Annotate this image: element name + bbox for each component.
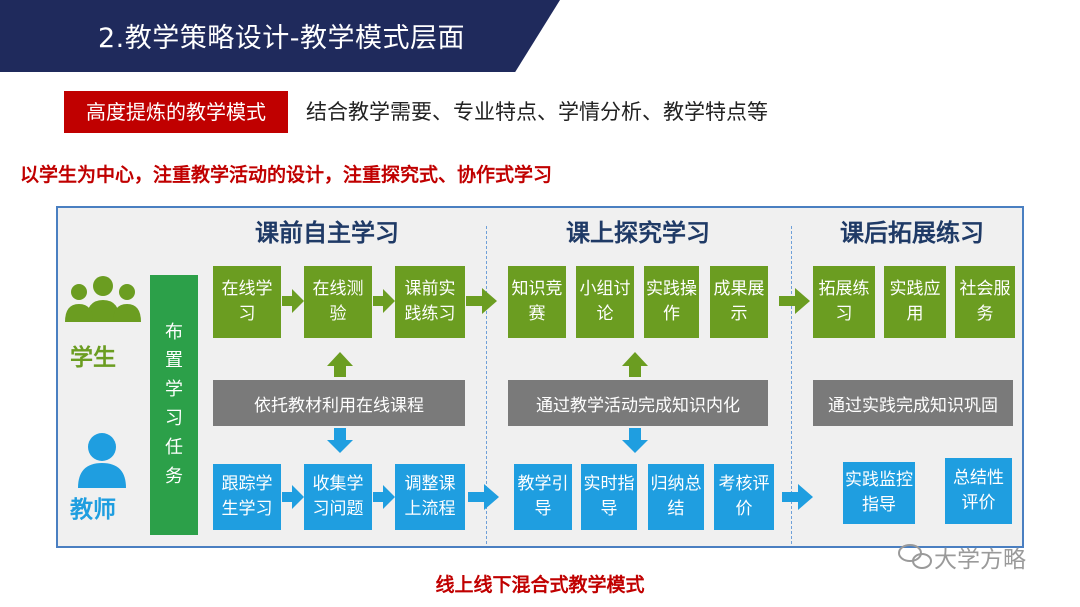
student-activity: 社会服务 bbox=[955, 266, 1015, 338]
support-bar: 依托教材利用在线课程 bbox=[213, 380, 465, 426]
student-activity: 知识竞赛 bbox=[508, 266, 566, 338]
principle-text: 以学生为中心，注重教学活动的设计，注重探究式、协作式学习 bbox=[20, 164, 553, 186]
header-banner bbox=[0, 0, 560, 72]
mode-description: 结合教学需要、专业特点、学情分析、教学特点等 bbox=[306, 100, 768, 124]
student-activity: 课前实践练习 bbox=[395, 266, 465, 338]
watermark: 大学方略 bbox=[898, 540, 1026, 574]
student-activity: 实践应用 bbox=[884, 266, 946, 338]
teacher-activity: 归纳总结 bbox=[648, 464, 704, 530]
teacher-activity: 调整课上流程 bbox=[395, 464, 465, 530]
task-bar-label: 布置学习任务 bbox=[165, 321, 183, 487]
slide-title: 2.教学策略设计-教学模式层面 bbox=[98, 23, 466, 54]
support-bar: 通过教学活动完成知识内化 bbox=[508, 380, 768, 426]
section-title: 课上探究学习 bbox=[566, 219, 710, 247]
teacher-activity: 教学引导 bbox=[514, 464, 572, 530]
teacher-activity: 考核评价 bbox=[714, 464, 774, 530]
section-title: 课后拓展练习 bbox=[840, 219, 984, 247]
section-title: 课前自主学习 bbox=[255, 219, 399, 247]
student-activity: 在线测验 bbox=[304, 266, 372, 338]
teacher-activity: 实践监控指导 bbox=[843, 462, 915, 524]
support-bar: 通过实践完成知识巩固 bbox=[813, 380, 1013, 426]
section-divider bbox=[486, 226, 487, 544]
teacher-activity: 跟踪学生学习 bbox=[213, 464, 281, 530]
diagram-caption: 线上线下混合式教学模式 bbox=[435, 574, 645, 596]
watermark-text: 大学方略 bbox=[934, 547, 1026, 573]
student-activity: 小组讨论 bbox=[576, 266, 634, 338]
section-divider bbox=[791, 226, 792, 544]
teacher-activity: 总结性评价 bbox=[945, 458, 1012, 524]
student-activity: 在线学习 bbox=[213, 266, 281, 338]
teacher-activity: 实时指导 bbox=[581, 464, 637, 530]
role-label-student: 学生 bbox=[70, 345, 116, 371]
student-activity: 拓展练习 bbox=[813, 266, 875, 338]
student-activity: 成果展示 bbox=[710, 266, 768, 338]
task-bar: 布置学习任务 bbox=[150, 275, 198, 535]
role-label-teacher: 教师 bbox=[70, 497, 116, 523]
mode-tag: 高度提炼的教学模式 bbox=[64, 91, 288, 133]
student-activity: 实践操作 bbox=[644, 266, 699, 338]
teacher-activity: 收集学习问题 bbox=[304, 464, 372, 530]
